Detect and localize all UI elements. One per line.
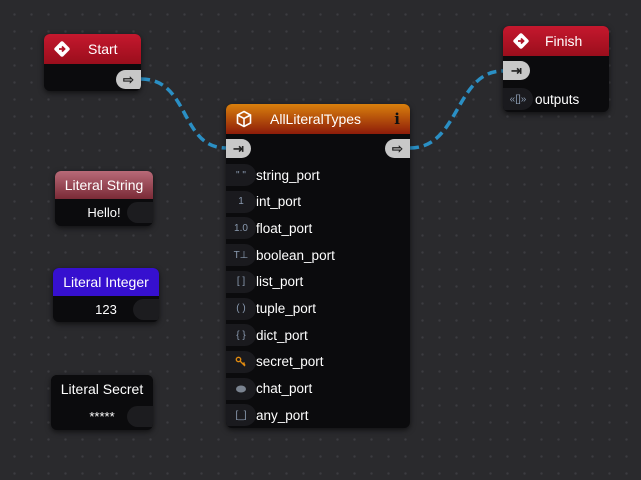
literal-title: Literal String (55, 171, 153, 199)
chat-type-icon (226, 377, 256, 400)
literal-value[interactable]: ***** (89, 409, 115, 424)
main-output-port[interactable]: ⇨ (385, 139, 410, 158)
port-label: float_port (256, 220, 313, 236)
port-list_port[interactable]: [ ]list_port (226, 270, 304, 293)
literal-title: Literal Secret (51, 375, 153, 403)
finish-node[interactable]: Finish ⇥ «[]» outputs (503, 26, 609, 112)
finish-title: Finish (545, 33, 583, 49)
port-chat_port[interactable]: chat_port (226, 377, 313, 400)
float-type-icon: 1.0 (226, 217, 256, 240)
port-label: boolean_port (256, 247, 335, 263)
wire-start-to-main[interactable] (140, 77, 227, 150)
port-boolean_port[interactable]: T⊥boolean_port (226, 244, 335, 267)
port-dict_port[interactable]: { }dict_port (226, 324, 308, 347)
start-output-port[interactable]: ⇨ (116, 70, 141, 89)
port-tuple_port[interactable]: ( )tuple_port (226, 297, 317, 320)
start-node[interactable]: Start ⇨ (44, 34, 141, 91)
secret-type-icon (226, 350, 256, 373)
list-type-icon: [ ] (226, 270, 256, 293)
dict-type-icon: { } (226, 324, 256, 347)
tuple-type-icon: ( ) (226, 297, 256, 320)
literal-secret-node[interactable]: Literal Secret ***** (51, 375, 153, 430)
literal-integer-node[interactable]: Literal Integer 123 (53, 268, 159, 322)
port-secret_port[interactable]: secret_port (226, 350, 324, 373)
port-label: list_port (256, 274, 304, 290)
port-label: chat_port (256, 381, 313, 397)
string-type-icon: " " (226, 164, 256, 186)
port-label: secret_port (256, 354, 324, 370)
main-input-port[interactable]: ⇥ (226, 139, 251, 158)
start-title: Start (88, 41, 118, 57)
port-label: tuple_port (256, 301, 317, 316)
literal-value[interactable]: Hello! (87, 205, 121, 220)
port-label: int_port (256, 194, 302, 210)
any-type-icon: [_] (226, 404, 256, 427)
info-icon[interactable]: i (394, 110, 400, 128)
cube-icon (234, 109, 254, 129)
literal-value[interactable]: 123 (95, 302, 117, 317)
node-title: AllLiteralTypes (270, 111, 362, 127)
port-label: outputs (535, 91, 580, 107)
boolean-type-icon: T⊥ (226, 244, 256, 267)
port-label: any_port (256, 407, 309, 423)
output-port[interactable] (127, 406, 153, 427)
diamond-arrow-icon (52, 39, 72, 59)
port-label: dict_port (256, 327, 308, 343)
port-any_port[interactable]: [_]any_port (226, 404, 309, 427)
port-label: string_port (256, 167, 320, 183)
wire-main-to-finish[interactable] (409, 69, 504, 150)
literal-title: Literal Integer (53, 268, 159, 296)
output-port[interactable] (127, 202, 153, 223)
finish-input-port[interactable]: ⇥ (503, 61, 530, 80)
int-type-icon: 1 (226, 190, 256, 213)
diamond-arrow-icon (511, 31, 531, 51)
port-string_port[interactable]: " "string_port (226, 164, 320, 186)
output-port[interactable] (133, 299, 159, 320)
dict-port-icon: «[]» (503, 88, 533, 110)
finish-outputs-port[interactable]: «[]» outputs (503, 88, 579, 110)
literal-string-node[interactable]: Literal String Hello! (55, 171, 153, 226)
